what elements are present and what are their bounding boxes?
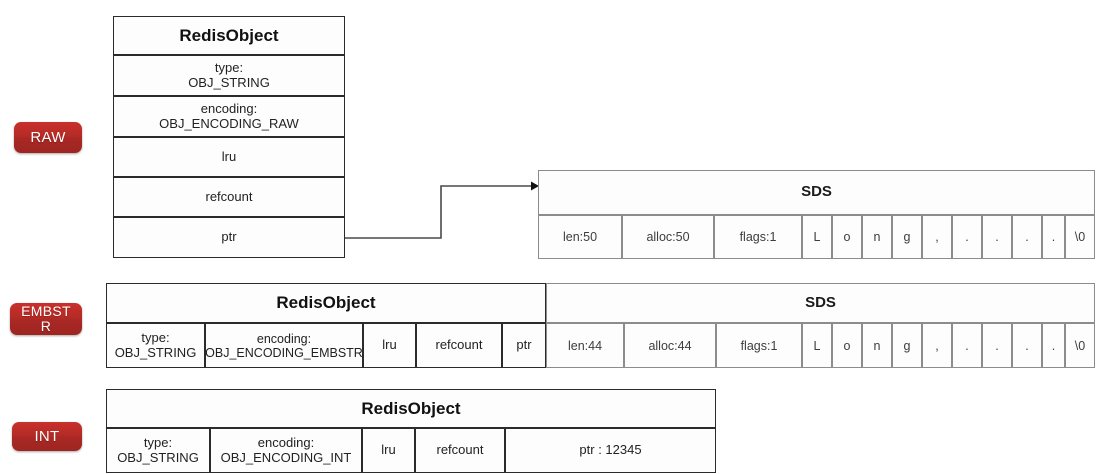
int-field-lru: lru [362, 428, 415, 473]
raw-sds-char-7: . [1012, 215, 1042, 259]
int-field-refcount: refcount [415, 428, 505, 473]
raw-sds-len: len:50 [538, 215, 622, 259]
raw-sds-char-3: g [892, 215, 922, 259]
embstr-sds-char-8: . [1042, 323, 1065, 368]
embstr-sds-char-4: , [922, 323, 952, 368]
raw-sds-char-9: \0 [1065, 215, 1095, 259]
raw-sds-char-2: n [862, 215, 892, 259]
int-field-ptr: ptr : 12345 [505, 428, 716, 473]
embstr-field-encoding: encoding: OBJ_ENCODING_EMBSTR [205, 323, 363, 368]
embstr-field-ptr: ptr [502, 323, 546, 368]
embstr-sds-alloc: alloc:44 [624, 323, 716, 368]
embstr-sds-char-6: . [982, 323, 1012, 368]
raw-sds-char-0: L [802, 215, 832, 259]
raw-redisobject-title: RedisObject [113, 16, 345, 55]
embstr-sds-char-7: . [1012, 323, 1042, 368]
raw-sds-flags: flags:1 [714, 215, 802, 259]
embstr-redisobject-title: RedisObject [106, 283, 546, 323]
embstr-field-type: type: OBJ_STRING [106, 323, 205, 368]
embstr-field-lru: lru [363, 323, 416, 368]
raw-sds-char-6: . [982, 215, 1012, 259]
embstr-field-refcount: refcount [416, 323, 502, 368]
raw-sds-alloc: alloc:50 [622, 215, 714, 259]
embstr-sds-char-5: . [952, 323, 982, 368]
int-field-encoding: encoding: OBJ_ENCODING_INT [210, 428, 362, 473]
raw-sds-char-5: . [952, 215, 982, 259]
badge-raw-label: RAW [30, 128, 66, 146]
embstr-sds-title: SDS [546, 283, 1095, 323]
raw-field-lru: lru [113, 137, 345, 177]
raw-sds-title: SDS [538, 170, 1095, 215]
badge-embstr: EMBSTR [10, 303, 82, 335]
raw-field-refcount: refcount [113, 177, 345, 217]
embstr-sds-char-2: n [862, 323, 892, 368]
badge-raw: RAW [14, 122, 82, 153]
raw-sds-char-1: o [832, 215, 862, 259]
badge-int-label: INT [34, 427, 60, 445]
embstr-sds-char-9: \0 [1065, 323, 1095, 368]
embstr-sds-len: len:44 [546, 323, 624, 368]
badge-embstr-label: EMBSTR [21, 303, 71, 334]
embstr-sds-char-0: L [802, 323, 832, 368]
connector-line [345, 185, 531, 239]
int-redisobject-title: RedisObject [106, 389, 716, 428]
badge-int: INT [12, 422, 82, 451]
embstr-sds-char-3: g [892, 323, 922, 368]
raw-field-ptr: ptr [113, 217, 345, 258]
raw-field-type: type: OBJ_STRING [113, 55, 345, 96]
raw-sds-char-4: , [922, 215, 952, 259]
raw-field-encoding: encoding: OBJ_ENCODING_RAW [113, 96, 345, 137]
embstr-sds-flags: flags:1 [716, 323, 802, 368]
embstr-sds-char-1: o [832, 323, 862, 368]
int-field-type: type: OBJ_STRING [106, 428, 210, 473]
raw-sds-char-8: . [1042, 215, 1065, 259]
